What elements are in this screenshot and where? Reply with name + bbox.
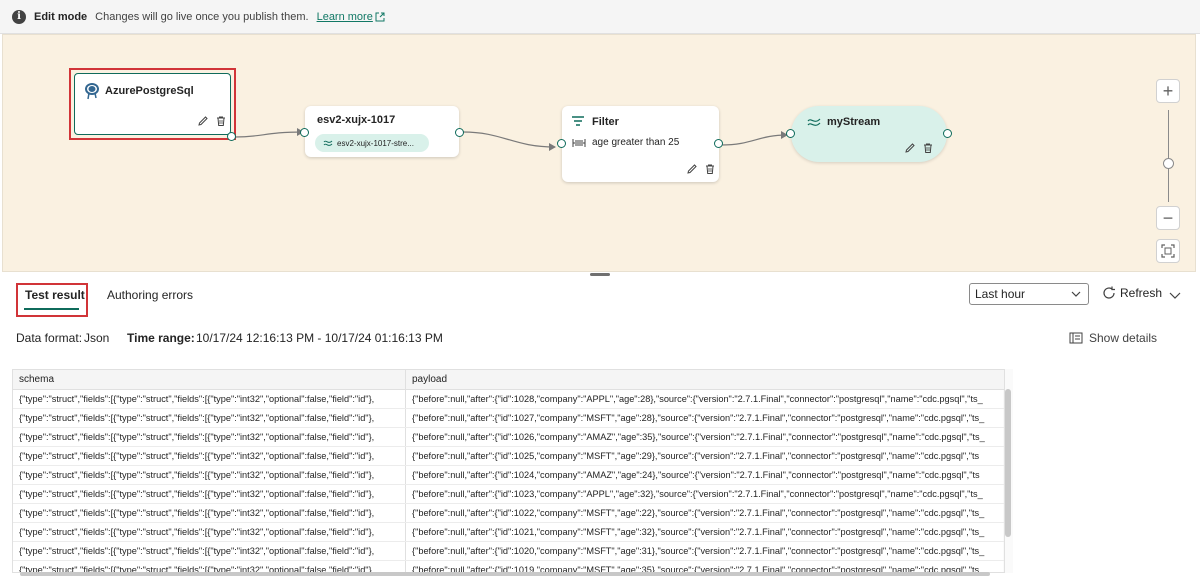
zoom-slider-track[interactable]	[1168, 110, 1169, 202]
filter-node[interactable]: Filter age greater than 25	[562, 106, 719, 182]
payload-cell[interactable]: {"before":null,"after":{"id":1022,"compa…	[412, 508, 985, 518]
refresh-label: Refresh	[1120, 286, 1163, 300]
filter-condition: age greater than 25	[592, 137, 680, 148]
eventstream-node-title: esv2-xujx-1017	[317, 114, 396, 126]
payload-cell[interactable]: {"before":null,"after":{"id":1020,"compa…	[412, 546, 985, 556]
stream-icon	[807, 118, 821, 126]
tab-test-result[interactable]: Test result	[25, 288, 85, 302]
table-row[interactable]: {"type":"struct","fields":[{"type":"stru…	[13, 428, 1004, 447]
refresh-button[interactable]: Refresh	[1102, 286, 1162, 300]
fit-screen-icon	[1161, 244, 1175, 258]
schema-cell[interactable]: {"type":"struct","fields":[{"type":"stru…	[13, 409, 406, 427]
table-row[interactable]: {"type":"struct","fields":[{"type":"stru…	[13, 447, 1004, 466]
test-result-table: schema payload {"type":"struct","fields"…	[12, 369, 1005, 573]
zoom-slider-thumb[interactable]	[1163, 158, 1174, 169]
fit-to-screen-button[interactable]	[1156, 239, 1180, 263]
schema-cell[interactable]: {"type":"struct","fields":[{"type":"stru…	[13, 542, 406, 560]
external-link-icon	[375, 12, 385, 21]
filter-output-port[interactable]	[714, 139, 723, 148]
eventstream-input-port[interactable]	[300, 128, 309, 137]
schema-cell[interactable]: {"type":"struct","fields":[{"type":"stru…	[13, 447, 406, 465]
table-row[interactable]: {"type":"struct","fields":[{"type":"stru…	[13, 561, 1004, 573]
schema-cell[interactable]: {"type":"struct","fields":[{"type":"stru…	[13, 561, 406, 572]
table-row[interactable]: {"type":"struct","fields":[{"type":"stru…	[13, 466, 1004, 485]
active-tab-indicator	[24, 308, 79, 310]
edit-mode-label: Edit mode	[34, 10, 88, 23]
banner-message: Changes will go live once you publish th…	[95, 10, 309, 23]
filter-input-port[interactable]	[557, 139, 566, 148]
payload-cell[interactable]: {"before":null,"after":{"id":1024,"compa…	[412, 470, 980, 480]
schema-cell[interactable]: {"type":"struct","fields":[{"type":"stru…	[13, 390, 406, 408]
zoom-out-button[interactable]: −	[1156, 206, 1180, 230]
eventstream-stream-label: esv2-xujx-1017-stre...	[337, 138, 414, 148]
delete-icon[interactable]	[922, 141, 934, 153]
schema-cell[interactable]: {"type":"struct","fields":[{"type":"stru…	[13, 504, 406, 522]
payload-cell[interactable]: {"before":null,"after":{"id":1026,"compa…	[412, 432, 985, 442]
table-vertical-scrollbar[interactable]	[1005, 389, 1011, 537]
column-header-schema[interactable]: schema	[13, 370, 406, 389]
learn-more-link[interactable]: Learn more	[317, 11, 385, 23]
schema-cell[interactable]: {"type":"struct","fields":[{"type":"stru…	[13, 466, 406, 484]
eventstream-stream-pill: esv2-xujx-1017-stre...	[315, 134, 429, 152]
payload-cell[interactable]: {"before":null,"after":{"id":1028,"compa…	[412, 394, 983, 404]
test-result-tab-highlight	[16, 283, 88, 317]
edit-icon[interactable]	[686, 162, 698, 174]
time-range-label: Time range:	[127, 331, 195, 345]
table-horizontal-scrollbar[interactable]	[20, 572, 990, 576]
chevron-down-icon	[1071, 291, 1081, 297]
condition-icon	[572, 139, 586, 147]
payload-cell[interactable]: {"before":null,"after":{"id":1019,"compa…	[412, 565, 985, 573]
destination-node-title: myStream	[827, 116, 881, 128]
delete-icon[interactable]	[704, 162, 716, 174]
time-range-select[interactable]: Last hour	[969, 283, 1089, 305]
edit-mode-banner: i Edit mode Changes will go live once yo…	[0, 0, 1200, 34]
table-row[interactable]: {"type":"struct","fields":[{"type":"stru…	[13, 485, 1004, 504]
show-details-button[interactable]: Show details	[1069, 331, 1157, 345]
payload-cell[interactable]: {"before":null,"after":{"id":1027,"compa…	[412, 413, 985, 423]
payload-cell[interactable]: {"before":null,"after":{"id":1021,"compa…	[412, 527, 985, 537]
eventstream-node[interactable]: esv2-xujx-1017 esv2-xujx-1017-stre...	[305, 106, 459, 157]
source-node-title: AzurePostgreSql	[105, 85, 194, 97]
filter-icon	[572, 116, 584, 126]
info-icon: i	[12, 9, 26, 24]
time-range-value: Last hour	[975, 287, 1026, 301]
destination-node-mystream[interactable]: myStream	[791, 106, 947, 162]
show-details-label: Show details	[1089, 331, 1158, 345]
payload-cell[interactable]: {"before":null,"after":{"id":1025,"compa…	[412, 451, 980, 461]
table-row[interactable]: {"type":"struct","fields":[{"type":"stru…	[13, 542, 1004, 561]
source-node-azurepostgresql[interactable]: AzurePostgreSql	[74, 73, 231, 135]
data-format-value: Json	[84, 331, 110, 345]
eventstream-output-port[interactable]	[455, 128, 464, 137]
table-row[interactable]: {"type":"struct","fields":[{"type":"stru…	[13, 390, 1004, 409]
tab-authoring-errors[interactable]: Authoring errors	[107, 288, 194, 302]
destination-output-port[interactable]	[943, 129, 952, 138]
learn-more-label: Learn more	[316, 10, 373, 23]
details-panel-icon	[1069, 332, 1083, 344]
table-header: schema payload	[13, 370, 1004, 390]
schema-cell[interactable]: {"type":"struct","fields":[{"type":"stru…	[13, 523, 406, 541]
stream-icon	[323, 140, 333, 146]
source-output-port[interactable]	[227, 132, 236, 141]
edit-icon[interactable]	[197, 114, 209, 126]
schema-cell[interactable]: {"type":"struct","fields":[{"type":"stru…	[13, 428, 406, 446]
filter-node-title: Filter	[592, 116, 619, 128]
collapse-panel-icon[interactable]	[1168, 288, 1182, 302]
column-header-payload[interactable]: payload	[412, 374, 448, 385]
time-range-text: 10/17/24 12:16:13 PM - 10/17/24 01:16:13…	[196, 331, 443, 345]
panel-resize-handle[interactable]	[590, 273, 610, 276]
source-node-highlight	[69, 68, 236, 140]
payload-cell[interactable]: {"before":null,"after":{"id":1023,"compa…	[412, 489, 983, 499]
postgresql-icon	[85, 83, 99, 100]
refresh-icon	[1103, 286, 1115, 299]
table-body: {"type":"struct","fields":[{"type":"stru…	[13, 390, 1004, 573]
schema-cell[interactable]: {"type":"struct","fields":[{"type":"stru…	[13, 485, 406, 503]
destination-input-port[interactable]	[786, 129, 795, 138]
edit-icon[interactable]	[904, 141, 916, 153]
delete-icon[interactable]	[215, 114, 227, 126]
table-row[interactable]: {"type":"struct","fields":[{"type":"stru…	[13, 409, 1004, 428]
table-row[interactable]: {"type":"struct","fields":[{"type":"stru…	[13, 523, 1004, 542]
table-row[interactable]: {"type":"struct","fields":[{"type":"stru…	[13, 504, 1004, 523]
data-format-label: Data format:	[16, 331, 83, 345]
zoom-in-button[interactable]: +	[1156, 79, 1180, 103]
